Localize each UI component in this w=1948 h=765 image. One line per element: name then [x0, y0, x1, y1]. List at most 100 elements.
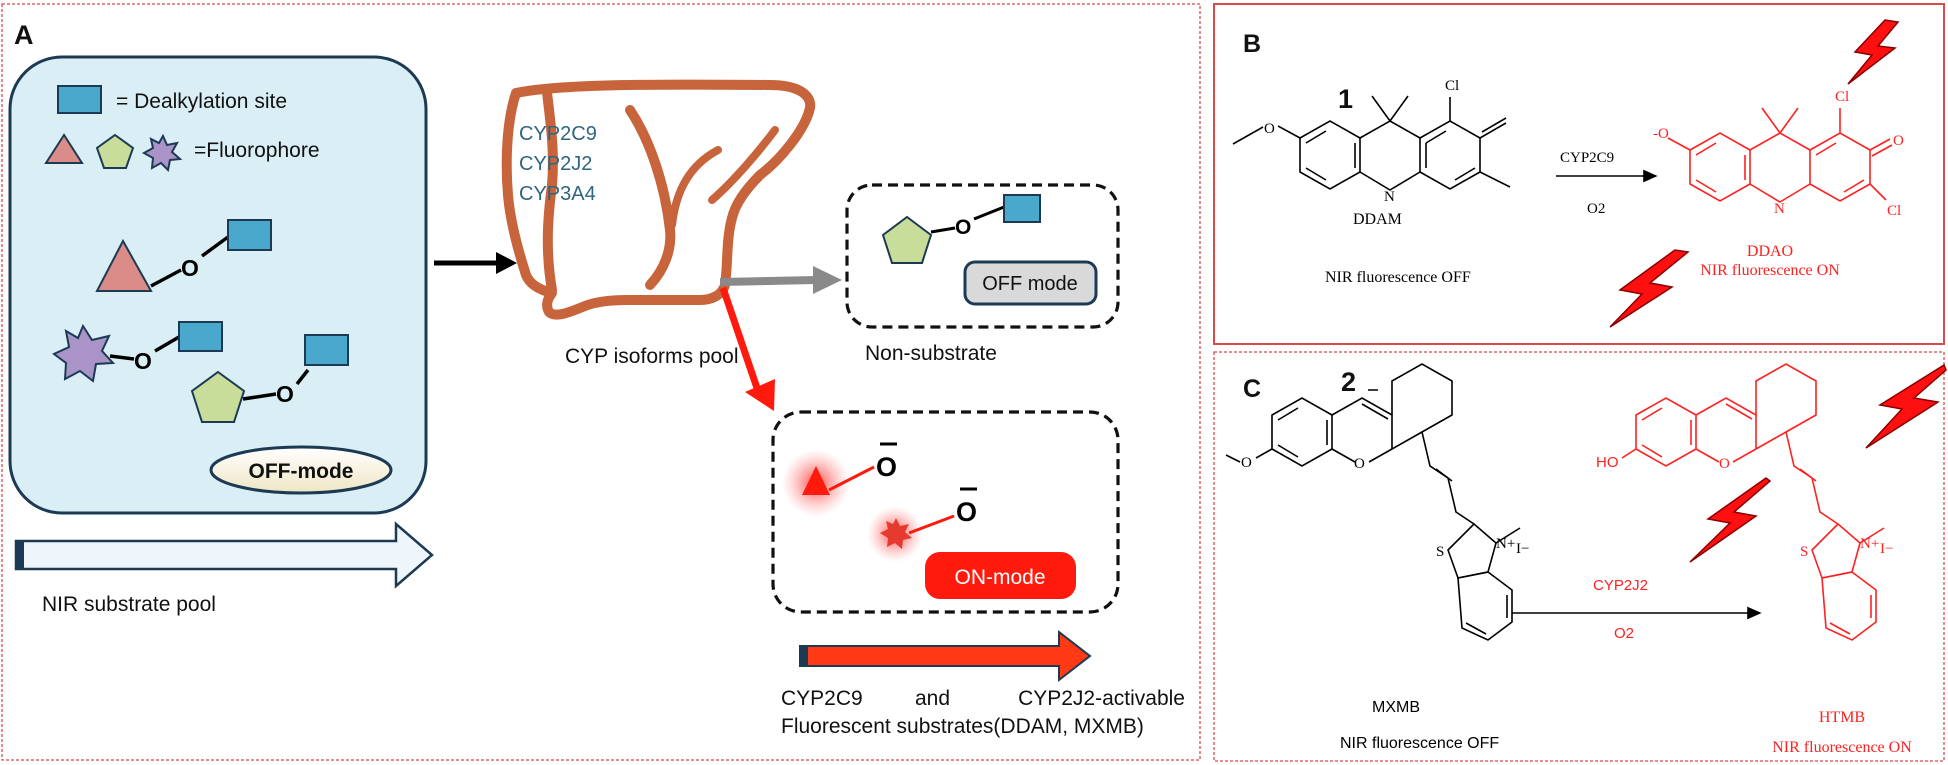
linker-o: O — [181, 255, 199, 281]
dealkylation-site — [1003, 194, 1041, 223]
dealkylation-site — [178, 321, 223, 352]
phenolate-o: -O — [1653, 126, 1669, 142]
compound-number: 2 — [1341, 367, 1356, 397]
lightning-icon — [1865, 363, 1947, 449]
bond — [109, 354, 135, 361]
substrate-state: NIR fluorescence OFF — [1325, 269, 1471, 286]
lightning-icon — [1609, 249, 1690, 328]
methoxy-o: O — [1264, 121, 1275, 137]
liver-icon — [501, 79, 816, 320]
dealkylation-site — [304, 334, 349, 366]
on-mode-tag — [925, 552, 1076, 599]
enzyme-label: CYP2C9 — [1560, 150, 1614, 166]
activable-arrow — [799, 629, 1092, 683]
legend-fluorophore-label: =Fluorophore — [194, 139, 320, 162]
non-substrate-box — [845, 183, 1120, 329]
dealkylation-site — [227, 219, 272, 251]
panel-b: B 1 Cl O N DDAM NIR fluorescence OFF CYP… — [1213, 3, 1945, 345]
atom-label: S — [1800, 544, 1808, 560]
off-mode-tag-label: OFF mode — [982, 273, 1078, 295]
panel-b-letter: B — [1243, 30, 1261, 58]
arrow-head — [496, 252, 517, 274]
isoform-label: CYP2C9 — [519, 123, 597, 145]
atom-label: N+ — [1496, 536, 1515, 552]
activable-caption-line2: Fluorescent substrates(DDAM, MXMB) — [781, 715, 1144, 738]
non-substrate-label: Non-substrate — [865, 342, 997, 365]
product-state: NIR fluorescence ON — [1700, 262, 1840, 279]
star-fluorophore-icon — [141, 133, 183, 173]
on-mode-tag-label: ON-mode — [954, 566, 1045, 589]
off-mode-badge-label: OFF-mode — [249, 460, 354, 483]
bond — [242, 392, 277, 401]
substrate-name: DDAM — [1353, 211, 1402, 228]
atom-label: N+ — [1860, 536, 1879, 552]
isoform-label: CYP2J2 — [519, 153, 592, 175]
pentagon-fluorophore — [190, 370, 246, 423]
ether-o: O — [1354, 456, 1365, 472]
ddam-structure — [1232, 95, 1511, 191]
bond — [908, 514, 955, 535]
panel-c: C 2 O O S N+ I− MXMB NIR fluorescence OF… — [1213, 351, 1947, 762]
panel-a-letter: A — [14, 20, 34, 50]
atom-label: N — [1384, 189, 1395, 205]
dealkylation-site-legend-icon — [57, 85, 102, 114]
product-name: HTMB — [1819, 709, 1865, 726]
arrow-tail — [800, 646, 808, 666]
atom-label: I− — [1516, 541, 1529, 557]
pentagon-fluorophore-icon — [95, 133, 135, 169]
panel-a: A = Dealkylation site =Fluorophore O O O… — [1, 3, 1201, 761]
panel-b-frame — [1213, 3, 1945, 345]
star-fluorophore — [52, 323, 116, 383]
arrow-to-activable — [719, 286, 762, 393]
ddao-structure — [1667, 107, 1893, 203]
phenolate-o: O — [956, 497, 977, 527]
substrate-name: MXMB — [1372, 699, 1420, 716]
star-fluorophore-on — [880, 518, 912, 549]
phenolate-o: O — [876, 452, 897, 482]
bond — [828, 465, 875, 492]
bond — [295, 368, 310, 386]
ether-o: O — [1719, 456, 1730, 472]
lightning-icon — [1847, 19, 1900, 85]
panel-c-frame — [1213, 351, 1945, 762]
bond — [200, 235, 230, 258]
mxmb-structure — [1225, 363, 1521, 641]
off-mode-badge — [209, 445, 393, 495]
substrate-pool-arrow — [14, 521, 434, 589]
atom-label: Cl — [1835, 89, 1849, 105]
activable-caption-left: CYP2C9 — [781, 687, 863, 710]
lightning-icon — [1689, 477, 1772, 563]
htmb-structure — [1621, 363, 1885, 641]
linker-o: O — [955, 216, 971, 239]
atom-label: S — [1436, 544, 1444, 560]
activable-caption-mid: and — [915, 687, 950, 710]
legend-dealkylation-label: = Dealkylation site — [116, 90, 287, 113]
panel-a-frame — [1, 3, 1201, 761]
methoxy-o: O — [1241, 455, 1252, 471]
bond — [154, 335, 180, 353]
substrate-pool-box — [8, 55, 428, 515]
arrow-head — [813, 266, 842, 294]
liver-lobe-line — [668, 126, 779, 229]
carbonyl-o: O — [1893, 133, 1904, 149]
product-state: NIR fluorescence ON — [1772, 739, 1912, 756]
compound-number: 1 — [1338, 84, 1353, 114]
triangle-fluorophore — [95, 238, 153, 292]
linker-o: O — [134, 348, 152, 374]
isoform-label: CYP3A4 — [519, 183, 596, 205]
activable-caption-right: CYP2J2-activable — [1018, 687, 1185, 710]
cyp-pool-label: CYP isoforms pool — [565, 345, 739, 368]
atom-label: Cl — [1887, 203, 1901, 219]
substrate-state: NIR fluorescence OFF — [1340, 735, 1499, 752]
bond — [973, 205, 1005, 221]
product-name: DDAO — [1747, 243, 1793, 260]
arrow-head — [745, 379, 775, 411]
off-mode-tag — [963, 260, 1098, 306]
panel-c-letter: C — [1243, 375, 1261, 403]
substrate-pool-label: NIR substrate pool — [42, 593, 216, 616]
oxygen-label: O2 — [1587, 201, 1605, 217]
linker-o: O — [276, 381, 294, 407]
oxygen-label: O2 — [1614, 625, 1634, 642]
arrow-to-non-substrate — [719, 276, 817, 286]
